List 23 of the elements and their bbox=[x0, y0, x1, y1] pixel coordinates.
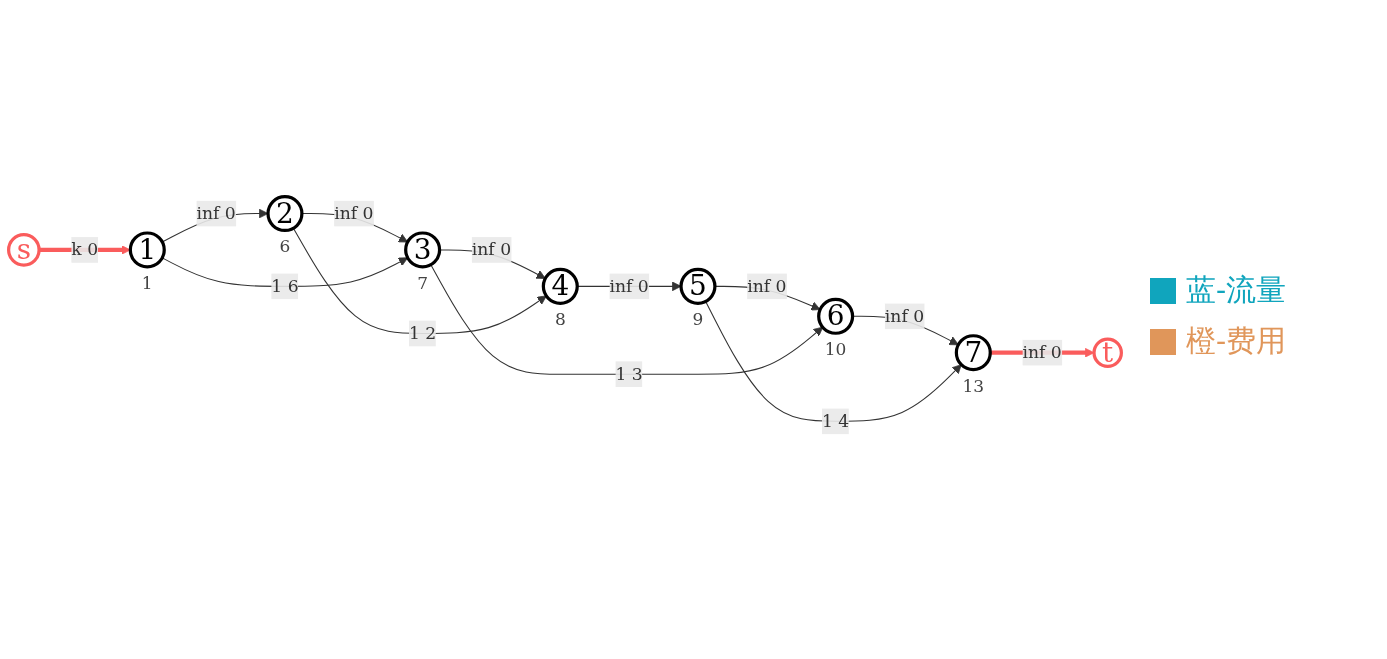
edge-label: inf 0 bbox=[196, 202, 236, 224]
node-circle: t bbox=[1092, 337, 1123, 368]
node-circle: 4 bbox=[541, 267, 579, 305]
legend-text: 橙-费用 bbox=[1186, 322, 1287, 360]
edge-label: 1 2 bbox=[408, 322, 437, 344]
node-circle: 1 bbox=[128, 231, 166, 269]
edge-label: 1 6 bbox=[271, 275, 299, 296]
node-circle: 2 bbox=[266, 194, 304, 233]
edge-label: inf 0 bbox=[747, 275, 787, 296]
edge-label: k 0 bbox=[71, 239, 99, 260]
node-circle: 3 bbox=[404, 231, 442, 269]
legend-text: 蓝-流量 bbox=[1186, 271, 1287, 309]
node-circle: s bbox=[7, 233, 41, 267]
edge-label: inf 0 bbox=[884, 305, 925, 326]
node-circle: 5 bbox=[679, 267, 717, 305]
edge-label: 1 3 bbox=[615, 363, 643, 384]
edge-label: inf 0 bbox=[1022, 341, 1062, 363]
edge-label: inf 0 bbox=[609, 275, 649, 296]
edge-label: inf 0 bbox=[471, 239, 512, 260]
node-circle: 7 bbox=[954, 334, 992, 372]
edge-label: inf 0 bbox=[334, 202, 374, 224]
edge-label: 1 4 bbox=[821, 410, 850, 431]
node-circle: 6 bbox=[817, 297, 855, 335]
